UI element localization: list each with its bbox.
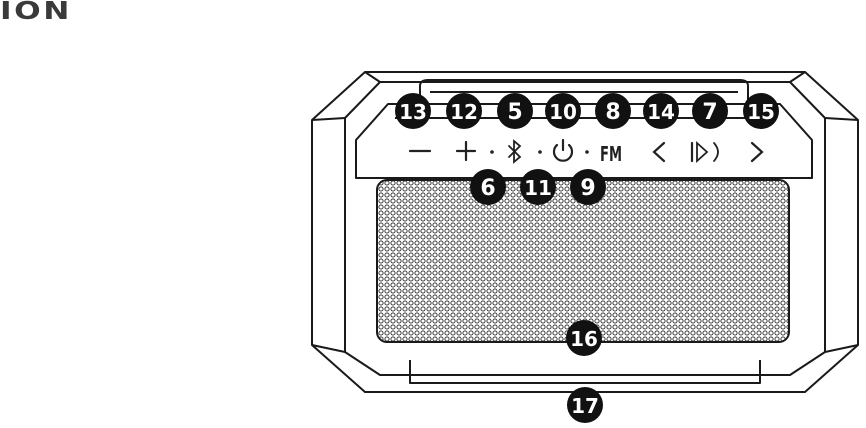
callout-label: 11 xyxy=(524,176,552,200)
bluetooth-icon xyxy=(509,141,520,162)
callout-13: 13 xyxy=(395,93,431,129)
previous-icon xyxy=(654,143,664,161)
callout-label: 17 xyxy=(571,394,599,418)
play-pause-icon xyxy=(692,143,718,161)
corner-line-ml xyxy=(312,118,345,120)
callout-label: 10 xyxy=(549,100,577,124)
callout-10: 10 xyxy=(545,93,581,129)
corner-line-tr xyxy=(790,72,805,82)
callout-7: 7 xyxy=(692,93,728,129)
callout-label: 9 xyxy=(580,176,595,201)
control-symbols xyxy=(410,140,762,162)
callout-6: 6 xyxy=(470,169,506,205)
callout-12: 12 xyxy=(446,93,482,129)
callout-15: 15 xyxy=(743,93,779,129)
plus-icon xyxy=(457,142,475,160)
callout-17: 17 xyxy=(567,387,603,423)
bottom-lip xyxy=(410,360,760,383)
callout-label: 15 xyxy=(747,100,775,124)
callout-14: 14 xyxy=(643,93,679,129)
led-dot-2 xyxy=(538,150,542,154)
led-dot-3 xyxy=(585,150,589,154)
callout-label: 12 xyxy=(450,100,478,124)
callout-8: 8 xyxy=(595,93,631,129)
corner-line-tl xyxy=(365,72,380,82)
callout-label: 8 xyxy=(605,100,620,125)
power-icon xyxy=(554,140,572,161)
fm-label: FM xyxy=(600,142,622,166)
led-dot-1 xyxy=(490,150,494,154)
callout-label: 14 xyxy=(647,100,675,124)
next-icon xyxy=(752,143,762,161)
corner-line-mr xyxy=(825,118,858,120)
callout-5: 5 xyxy=(497,93,533,129)
callout-16: 16 xyxy=(566,320,602,356)
callout-label: 16 xyxy=(570,327,598,351)
callout-label: 13 xyxy=(399,100,427,124)
callout-9: 9 xyxy=(570,169,606,205)
callout-11: 11 xyxy=(520,169,556,205)
callout-label: 7 xyxy=(702,100,717,125)
callout-label: 6 xyxy=(480,176,495,201)
callout-label: 5 xyxy=(507,100,522,125)
speaker-grille xyxy=(377,180,789,342)
